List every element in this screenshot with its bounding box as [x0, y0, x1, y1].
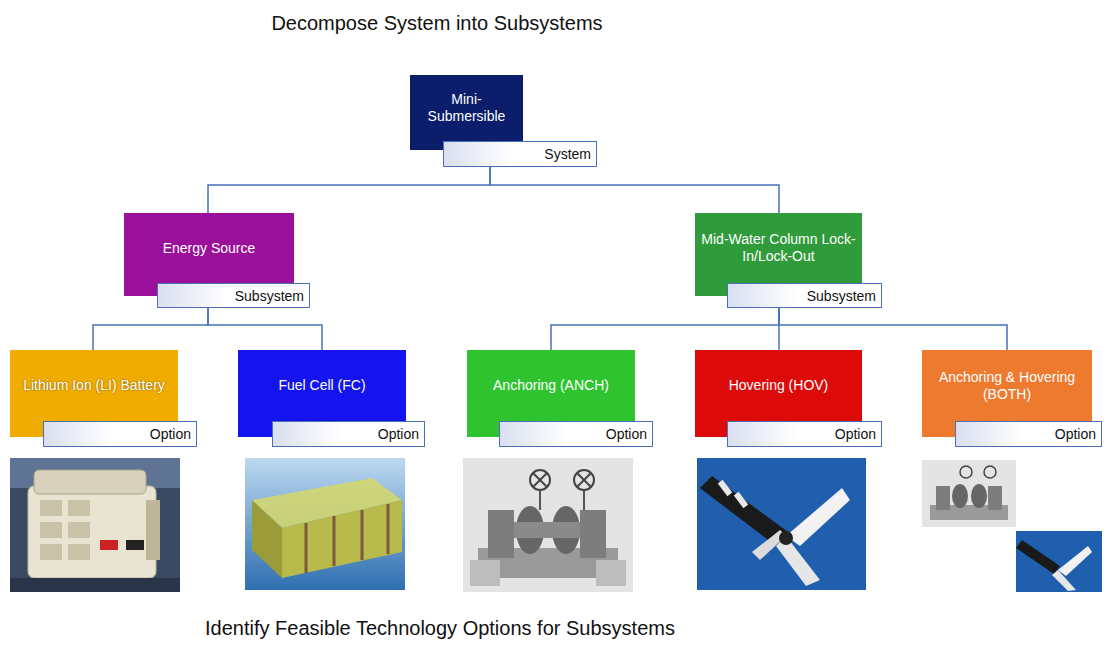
- tree-connector: [208, 308, 322, 350]
- level-tag: Subsystem: [727, 283, 882, 308]
- tree-connector: [551, 308, 779, 350]
- node-heading: Mini-Submersible: [410, 75, 523, 141]
- tree-node: Anchoring & Hovering (BOTH)Option: [922, 350, 1102, 447]
- tree-node: Hovering (HOV)Option: [695, 350, 882, 447]
- level-tag: Option: [727, 421, 882, 447]
- node-heading: Fuel Cell (FC): [238, 350, 406, 421]
- tree-connector: [208, 167, 490, 213]
- node-heading: Lithium Ion (LI) Battery: [10, 350, 178, 421]
- thruster-small-illustration: [1016, 531, 1102, 592]
- node-heading: Energy Source: [124, 213, 294, 283]
- winch-small-illustration: [922, 460, 1016, 527]
- level-tag: Option: [955, 421, 1102, 447]
- level-tag: Option: [272, 421, 425, 447]
- tree-node: Anchoring (ANCH)Option: [467, 350, 653, 447]
- tree-connector: [779, 308, 1007, 350]
- battery-illustration: [10, 458, 180, 592]
- fuel-cell-illustration: [245, 458, 405, 590]
- winch-illustration: [463, 458, 633, 592]
- level-tag: Option: [43, 421, 197, 447]
- tree-node: Mini-SubmersibleSystem: [410, 75, 597, 167]
- thruster-illustration: [697, 458, 866, 590]
- tree-node: Lithium Ion (LI) BatteryOption: [10, 350, 197, 447]
- level-tag: System: [443, 141, 597, 167]
- tree-connector: [93, 308, 208, 350]
- tree-node: Energy SourceSubsystem: [124, 213, 310, 308]
- tree-node: Mid-Water Column Lock-In/Lock-OutSubsyst…: [695, 213, 882, 308]
- level-tag: Option: [499, 421, 653, 447]
- tree-node: Fuel Cell (FC)Option: [238, 350, 425, 447]
- node-heading: Mid-Water Column Lock-In/Lock-Out: [695, 213, 862, 283]
- node-heading: Hovering (HOV): [695, 350, 862, 421]
- node-heading: Anchoring (ANCH): [467, 350, 635, 421]
- tree-connector: [490, 167, 779, 213]
- node-heading: Anchoring & Hovering (BOTH): [922, 350, 1092, 421]
- diagram-caption: Identify Feasible Technology Options for…: [100, 617, 780, 640]
- level-tag: Subsystem: [157, 283, 310, 308]
- diagram-title: Decompose System into Subsystems: [180, 12, 694, 35]
